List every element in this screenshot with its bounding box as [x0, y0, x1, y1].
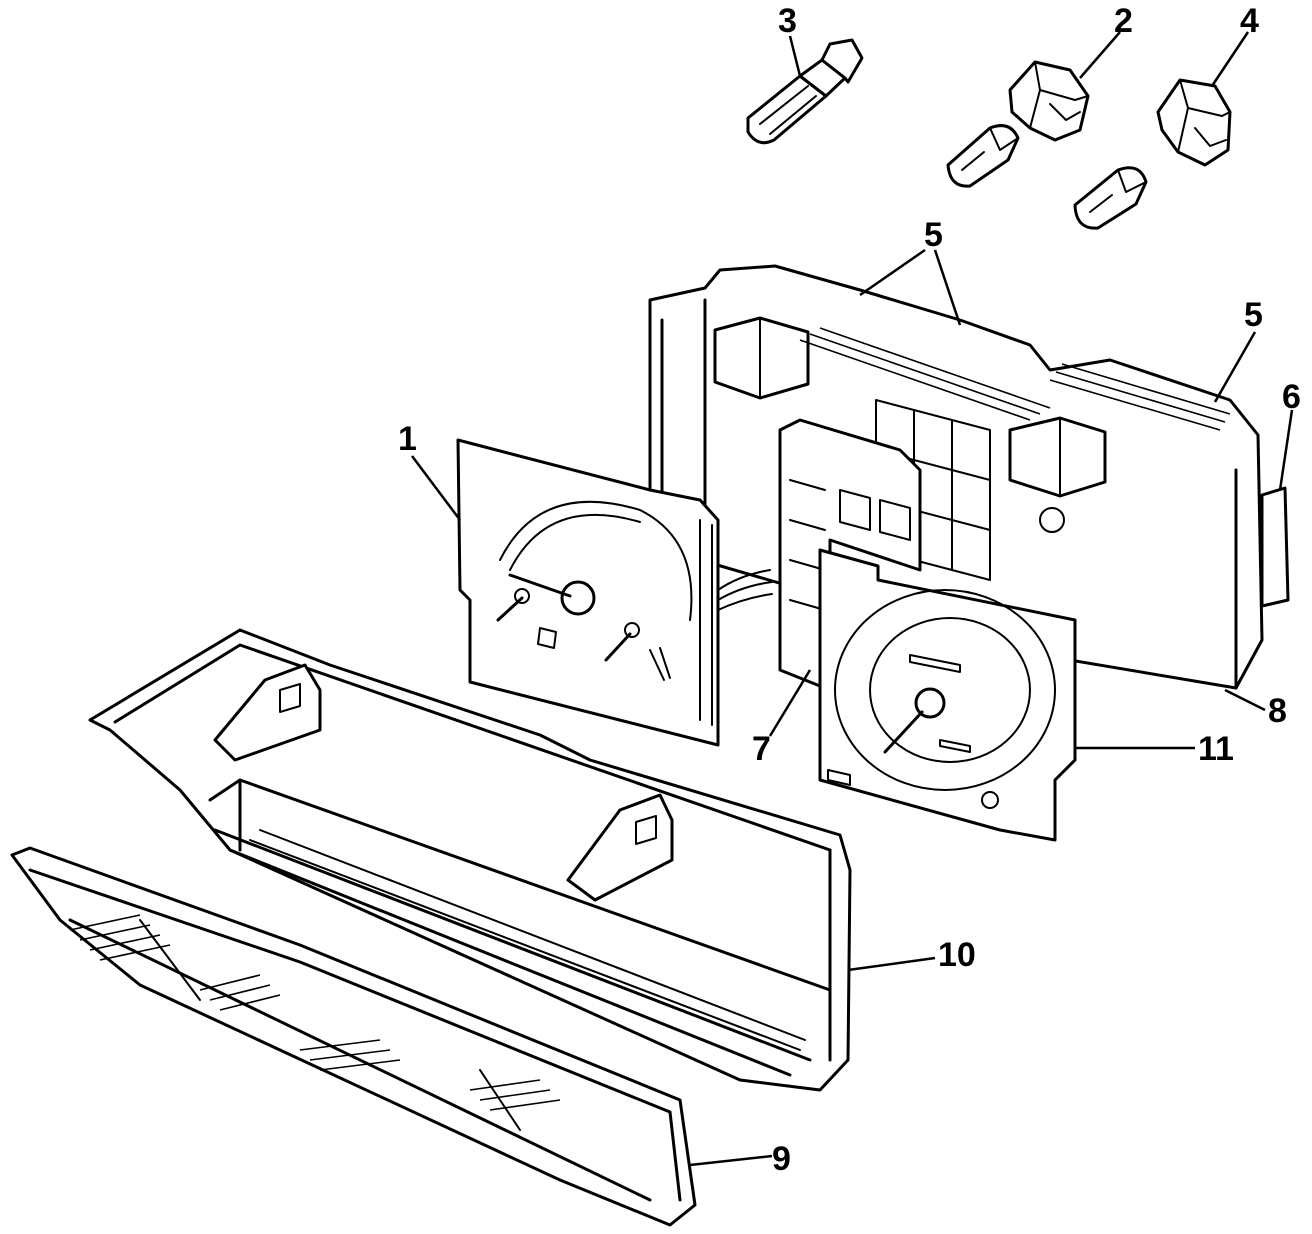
leader-lines: [411, 31, 1294, 1167]
callout-9: 9: [772, 1140, 791, 1178]
part-10-cluster-housing: [88, 628, 852, 1092]
callout-6: 6: [1282, 378, 1301, 416]
part-9-lens-cover: [10, 846, 697, 1227]
part-4-socket-bulb: [1073, 78, 1232, 230]
callout-2: 2: [1114, 2, 1133, 40]
callout-10: 10: [938, 936, 976, 974]
callout-5-top: 5: [924, 216, 943, 254]
callout-11: 11: [1198, 730, 1234, 768]
callout-5-right: 5: [1244, 296, 1263, 334]
part-7-plate: [778, 418, 922, 692]
callout-8: 8: [1268, 692, 1287, 730]
callout-3: 3: [778, 2, 797, 40]
callout-7: 7: [752, 730, 771, 768]
part-2-socket-bulb: [946, 60, 1090, 188]
callouts: 1 2 3 4 5 5 6 7 8 9 10 11: [398, 2, 1301, 1178]
part-1-left-dial: [456, 438, 773, 747]
part-6-clip: [1260, 486, 1290, 608]
callout-4: 4: [1240, 2, 1259, 40]
callout-1: 1: [398, 420, 417, 458]
part-3-bulb-socket: [746, 38, 864, 145]
part-11-right-dial: [818, 548, 1077, 842]
